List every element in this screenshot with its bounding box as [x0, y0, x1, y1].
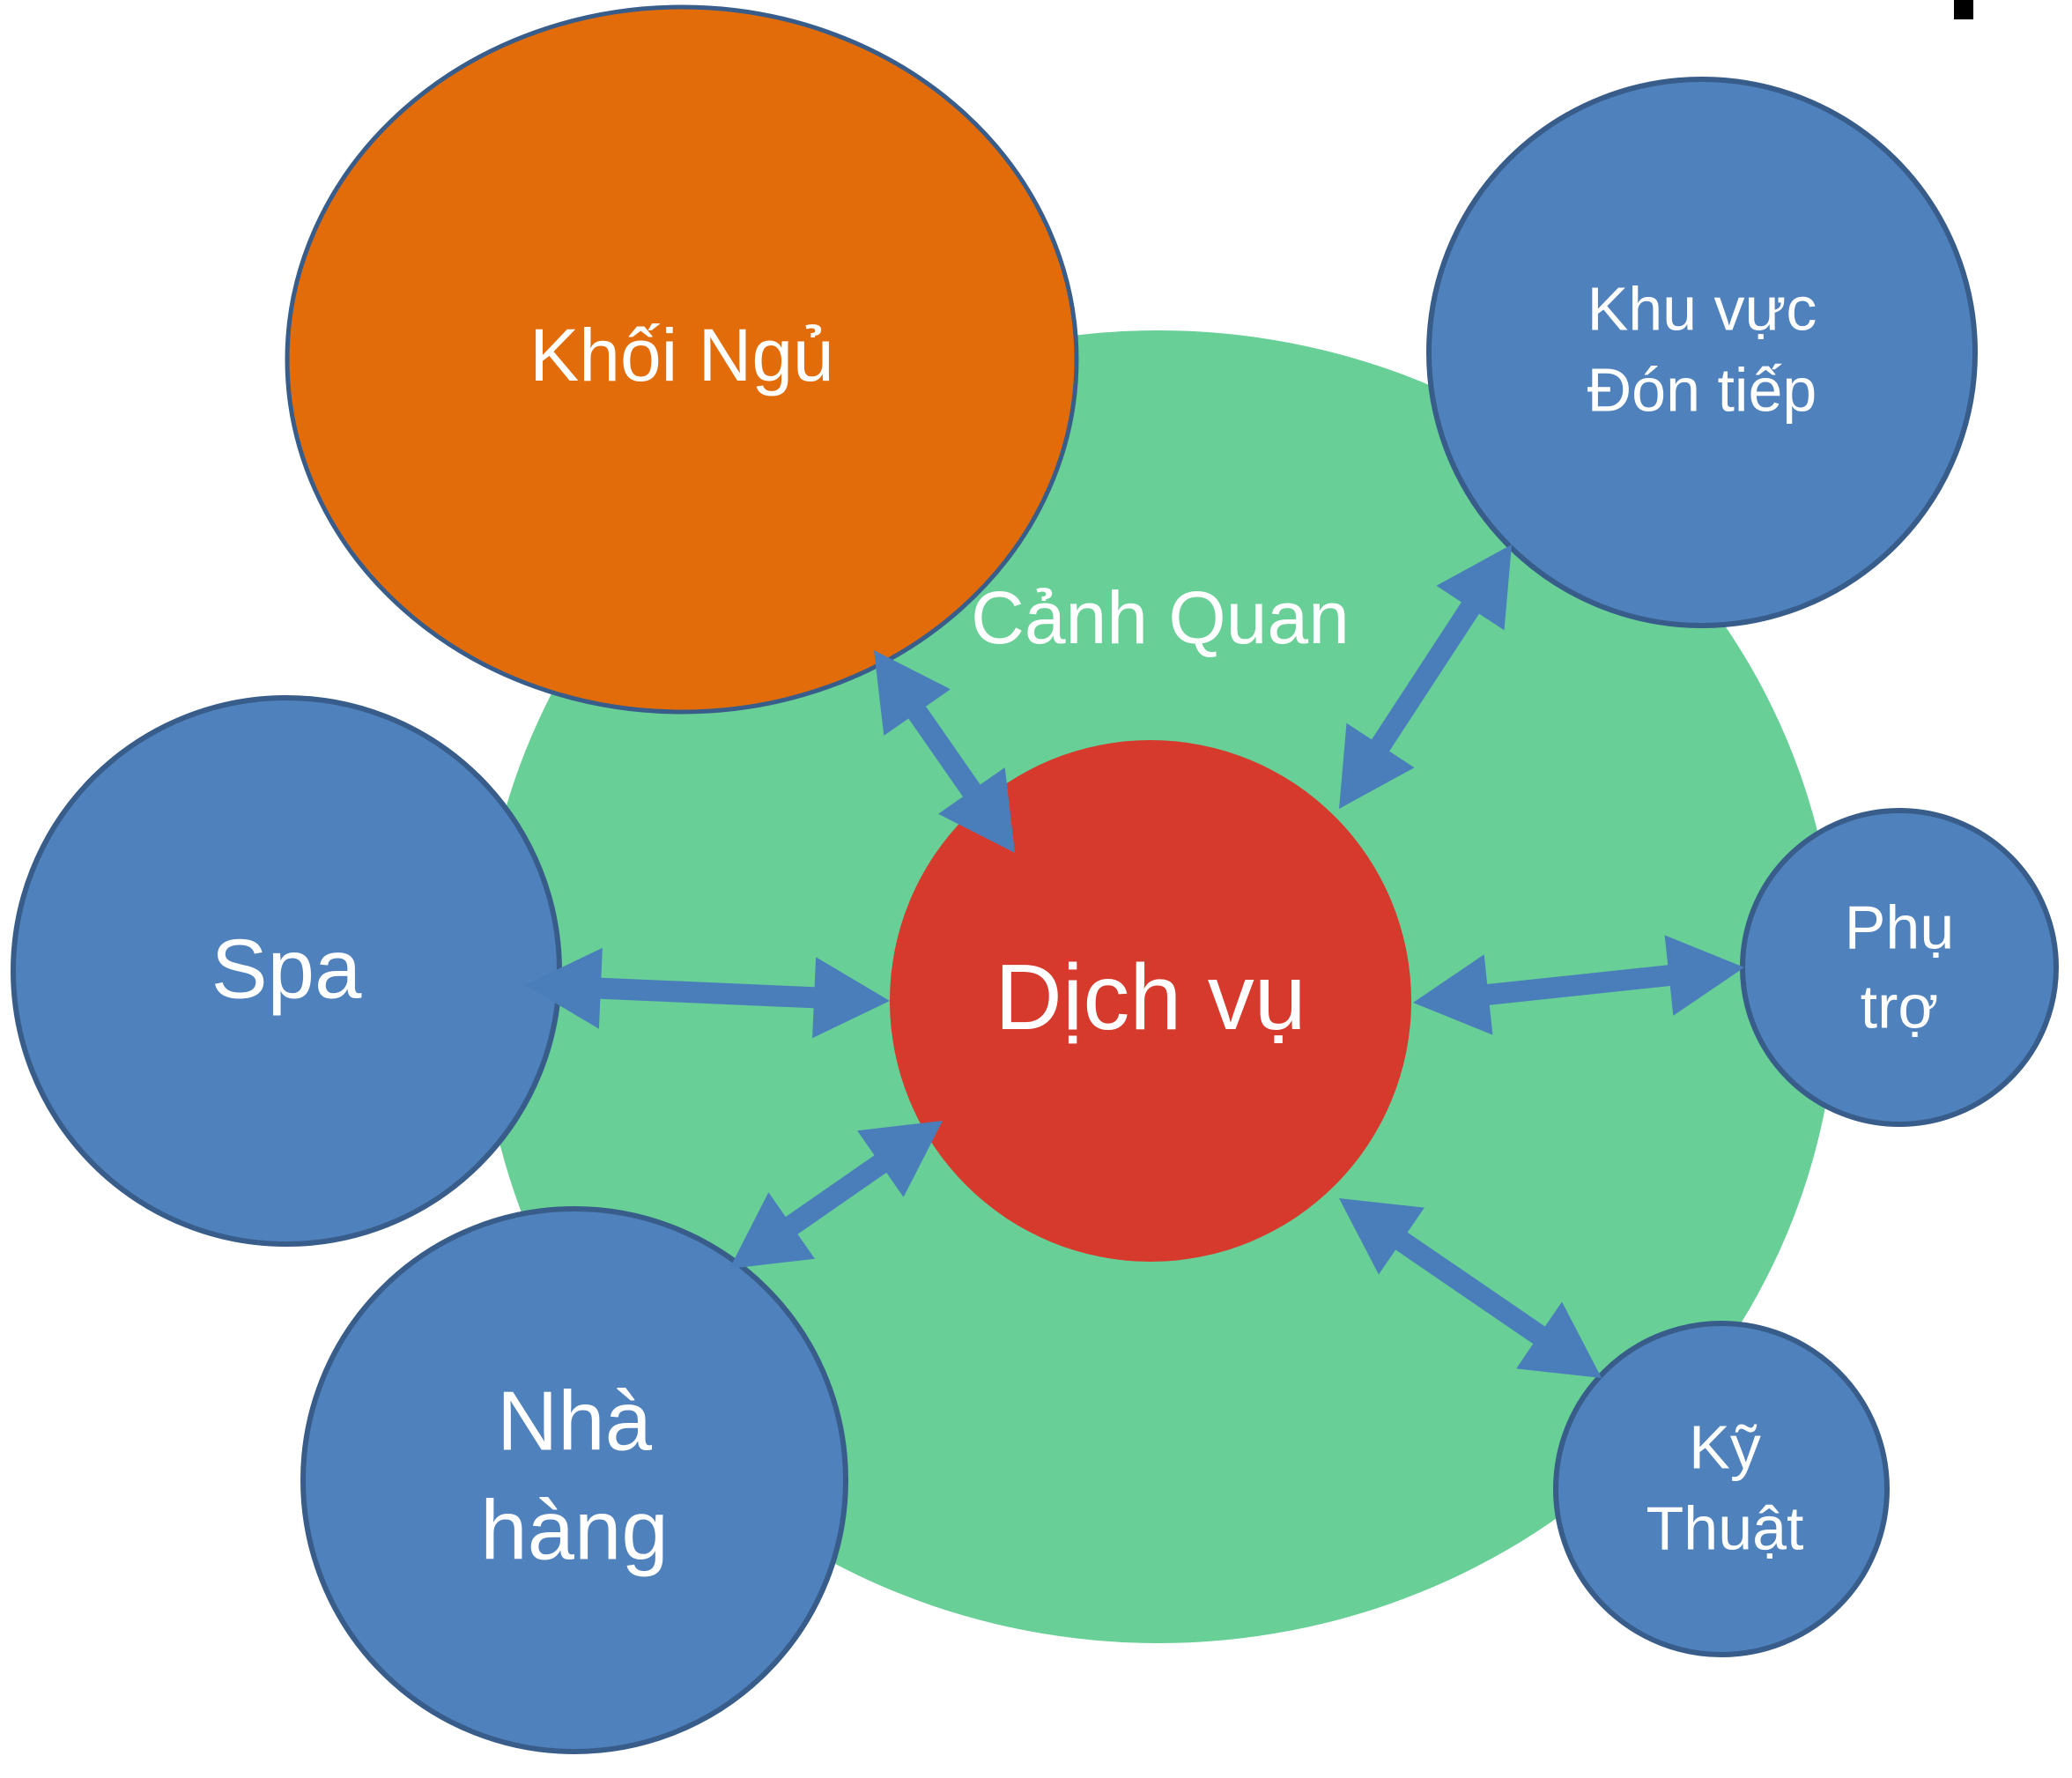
spa-label: Spa	[211, 922, 362, 1016]
service-label: Dịch vụ	[995, 945, 1306, 1049]
reception-label-line1: Khu vực	[1587, 274, 1817, 343]
auxiliary-node	[1740, 808, 2059, 1127]
arrow-sleep-service	[874, 650, 1015, 853]
auxiliary-label-line2: trợ	[1861, 972, 1939, 1041]
reception-label-line2: Đón tiếp	[1587, 355, 1817, 424]
reception-node	[1426, 77, 1978, 628]
arrow-service-auxiliary	[1413, 935, 1744, 1035]
arrow-reception-service	[1339, 545, 1512, 809]
arrows-group	[525, 545, 1744, 1378]
technical-label-line2: Thuật	[1646, 1493, 1804, 1562]
restaurant-node	[300, 1206, 848, 1754]
restaurant-label-line1: Nhà	[497, 1374, 653, 1468]
technical-label-line1: Kỹ	[1689, 1412, 1761, 1481]
service-center-node	[890, 740, 1411, 1262]
corner-mark	[1954, 0, 1973, 19]
landscape-label: Cảnh Quan	[971, 576, 1350, 659]
sleep-block-label: Khối Ngủ	[529, 314, 834, 396]
auxiliary-label-line1: Phụ	[1845, 893, 1955, 961]
technical-node	[1553, 1321, 1890, 1657]
arrow-spa-service	[525, 947, 890, 1039]
arrow-service-technical	[1339, 1198, 1602, 1378]
arrow-restaurant-service	[729, 1121, 943, 1269]
sleep-block-node	[285, 4, 1079, 715]
restaurant-label-line2: hàng	[480, 1483, 669, 1577]
